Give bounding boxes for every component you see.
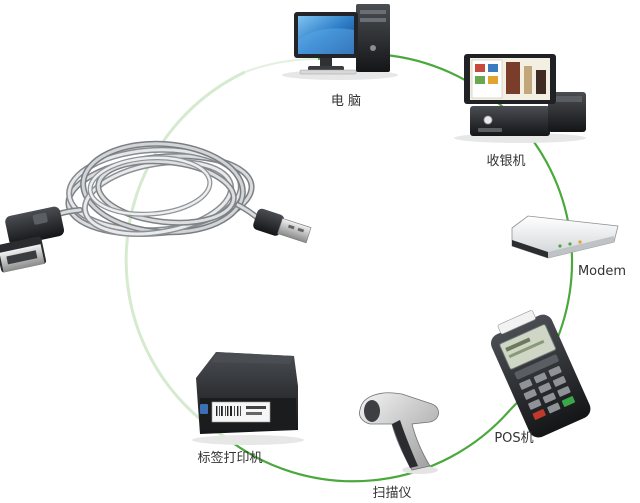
device-label-label-printer: 标签打印机 — [197, 450, 262, 466]
barcode-scanner-icon — [359, 392, 439, 474]
device-label-pos: POS机 — [494, 431, 533, 446]
device-label-computer: 电 脑 — [331, 94, 361, 109]
device-label-modem: Modem — [578, 264, 626, 279]
device-label-scanner: 扫描仪 — [372, 486, 411, 501]
pos-terminal-icon — [454, 54, 586, 143]
label-printer-icon — [192, 352, 304, 445]
desktop-computer-icon — [282, 4, 398, 80]
device-label-cash-register: 收银机 — [486, 154, 525, 169]
usb-extension-cable-icon — [0, 140, 312, 273]
card-payment-terminal-icon — [490, 310, 591, 438]
modem-icon — [511, 215, 619, 259]
